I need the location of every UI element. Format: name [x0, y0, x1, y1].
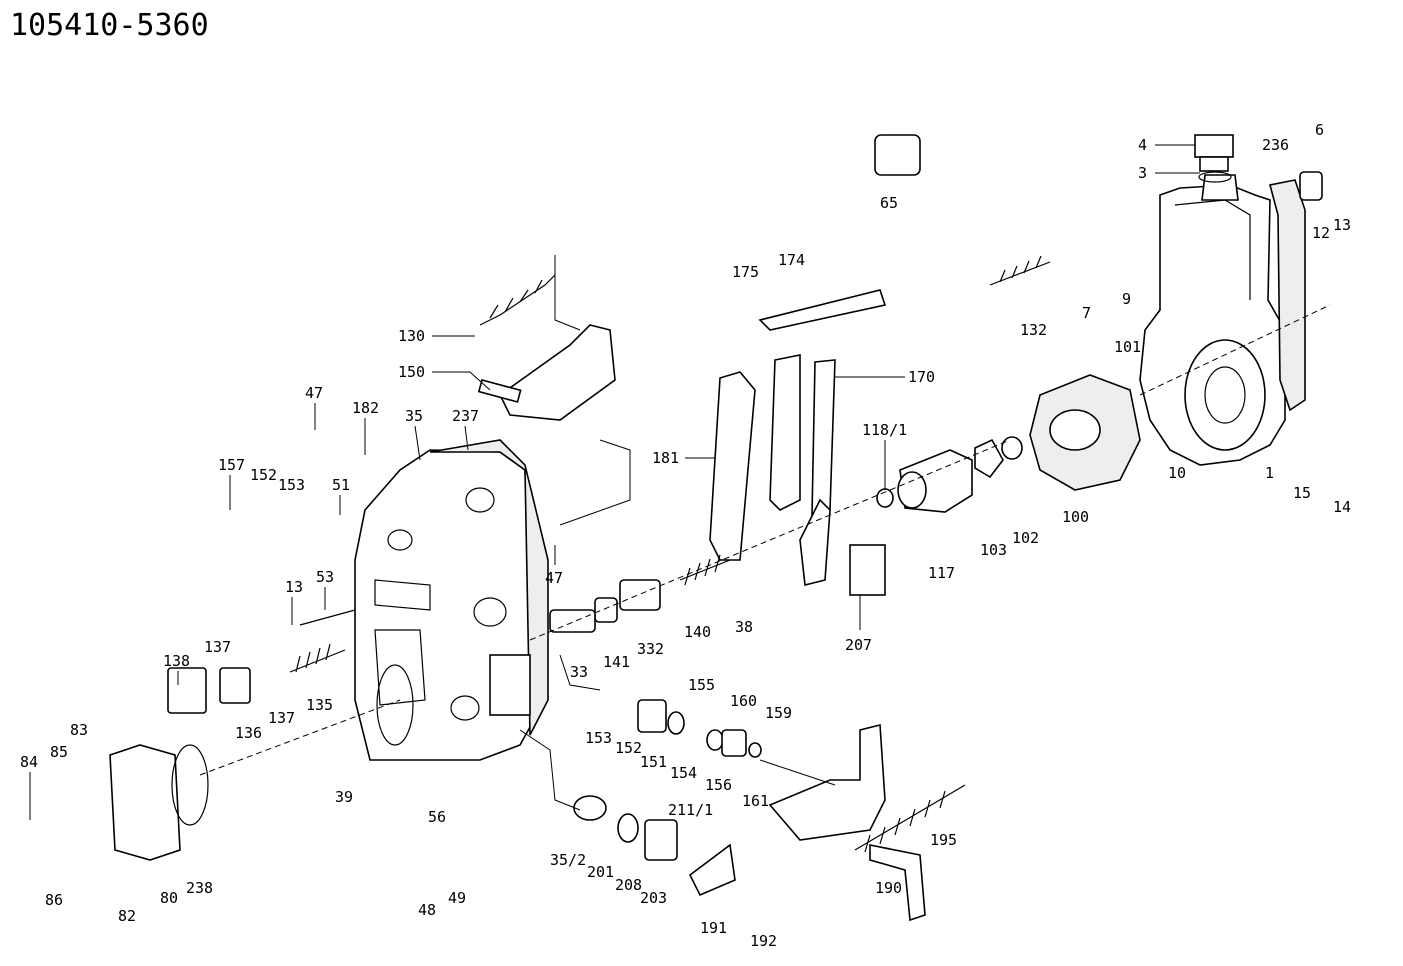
callout-85: 85	[50, 743, 68, 761]
callout-152-bottom: 152	[615, 739, 642, 757]
callout-15: 15	[1293, 484, 1311, 502]
callout-182: 182	[352, 399, 379, 417]
callout-211-1: 211/1	[668, 801, 713, 819]
callout-174: 174	[778, 251, 805, 269]
callout-35: 35	[405, 407, 423, 425]
callout-7: 7	[1082, 304, 1091, 322]
callout-130: 130	[398, 327, 425, 345]
callout-137-a: 137	[204, 638, 231, 656]
linkage-levers	[709, 289, 887, 596]
callout-170: 170	[908, 368, 935, 386]
callout-101: 101	[1114, 338, 1141, 356]
callout-137-b: 137	[268, 709, 295, 727]
callout-154: 154	[670, 764, 697, 782]
springs	[289, 255, 1051, 853]
callout-84: 84	[20, 753, 38, 771]
callout-38: 38	[735, 618, 753, 636]
callout-159: 159	[765, 704, 792, 722]
callout-4: 4	[1138, 136, 1147, 154]
callout-207: 207	[845, 636, 872, 654]
callout-236: 236	[1262, 136, 1289, 154]
diagram-title: 105410-5360	[10, 8, 209, 43]
callout-86: 86	[45, 891, 63, 909]
callout-10: 10	[1168, 464, 1186, 482]
callout-132: 132	[1020, 321, 1047, 339]
assembly-axes	[199, 255, 1331, 811]
control-cover	[354, 439, 549, 761]
callout-135: 135	[306, 696, 333, 714]
callout-160: 160	[730, 692, 757, 710]
callout-150: 150	[398, 363, 425, 381]
callout-47-top: 47	[305, 384, 323, 402]
callout-117: 117	[928, 564, 955, 582]
callout-195: 195	[930, 831, 957, 849]
callout-153-top: 153	[278, 476, 305, 494]
callout-80: 80	[160, 889, 178, 907]
callout-35-2: 35/2	[550, 851, 586, 869]
callout-161: 161	[742, 792, 769, 810]
callout-103: 103	[980, 541, 1007, 559]
callout-51: 51	[332, 476, 350, 494]
callout-138: 138	[163, 652, 190, 670]
callout-83: 83	[70, 721, 88, 739]
callout-118-1: 118/1	[862, 421, 907, 439]
callout-151: 151	[640, 753, 667, 771]
callout-153-bottom: 153	[585, 729, 612, 747]
callout-141: 141	[603, 653, 630, 671]
callout-33: 33	[570, 663, 588, 681]
callout-1: 1	[1265, 464, 1274, 482]
callout-155: 155	[688, 676, 715, 694]
callout-102: 102	[1012, 529, 1039, 547]
callout-14: 14	[1333, 498, 1351, 516]
callout-13: 13	[1333, 216, 1351, 234]
callout-82: 82	[118, 907, 136, 925]
callout-100: 100	[1062, 508, 1089, 526]
callout-140: 140	[684, 623, 711, 641]
callout-labels: 4 3 236 6 13 12 65 175 174 132 7 9 130 1…	[20, 121, 1351, 950]
callout-65: 65	[880, 194, 898, 212]
callout-181: 181	[652, 449, 679, 467]
callout-6: 6	[1315, 121, 1324, 139]
callout-9: 9	[1122, 290, 1131, 308]
callout-157: 157	[218, 456, 245, 474]
callout-49: 49	[448, 889, 466, 907]
callout-175: 175	[732, 263, 759, 281]
lever-150	[477, 274, 616, 421]
callout-201: 201	[587, 863, 614, 881]
callout-12: 12	[1312, 224, 1330, 242]
flyweight-assembly	[974, 374, 1141, 491]
callout-191: 191	[700, 919, 727, 937]
callout-48: 48	[418, 901, 436, 919]
callout-237: 237	[452, 407, 479, 425]
sleeve-117	[876, 449, 973, 513]
callout-47-bottom: 47	[545, 569, 563, 587]
callout-190: 190	[875, 879, 902, 897]
governor-housing	[1139, 134, 1323, 466]
callout-53: 53	[316, 568, 334, 586]
callout-152-top: 152	[250, 466, 277, 484]
callout-192: 192	[750, 932, 777, 950]
callout-156: 156	[705, 776, 732, 794]
callout-39: 39	[335, 788, 353, 806]
callout-13-mid: 13	[285, 578, 303, 596]
callout-136: 136	[235, 724, 262, 742]
callout-56: 56	[428, 808, 446, 826]
callout-208: 208	[615, 876, 642, 894]
callout-332: 332	[637, 640, 664, 658]
callout-203: 203	[640, 889, 667, 907]
callout-3: 3	[1138, 164, 1147, 182]
callout-238: 238	[186, 879, 213, 897]
